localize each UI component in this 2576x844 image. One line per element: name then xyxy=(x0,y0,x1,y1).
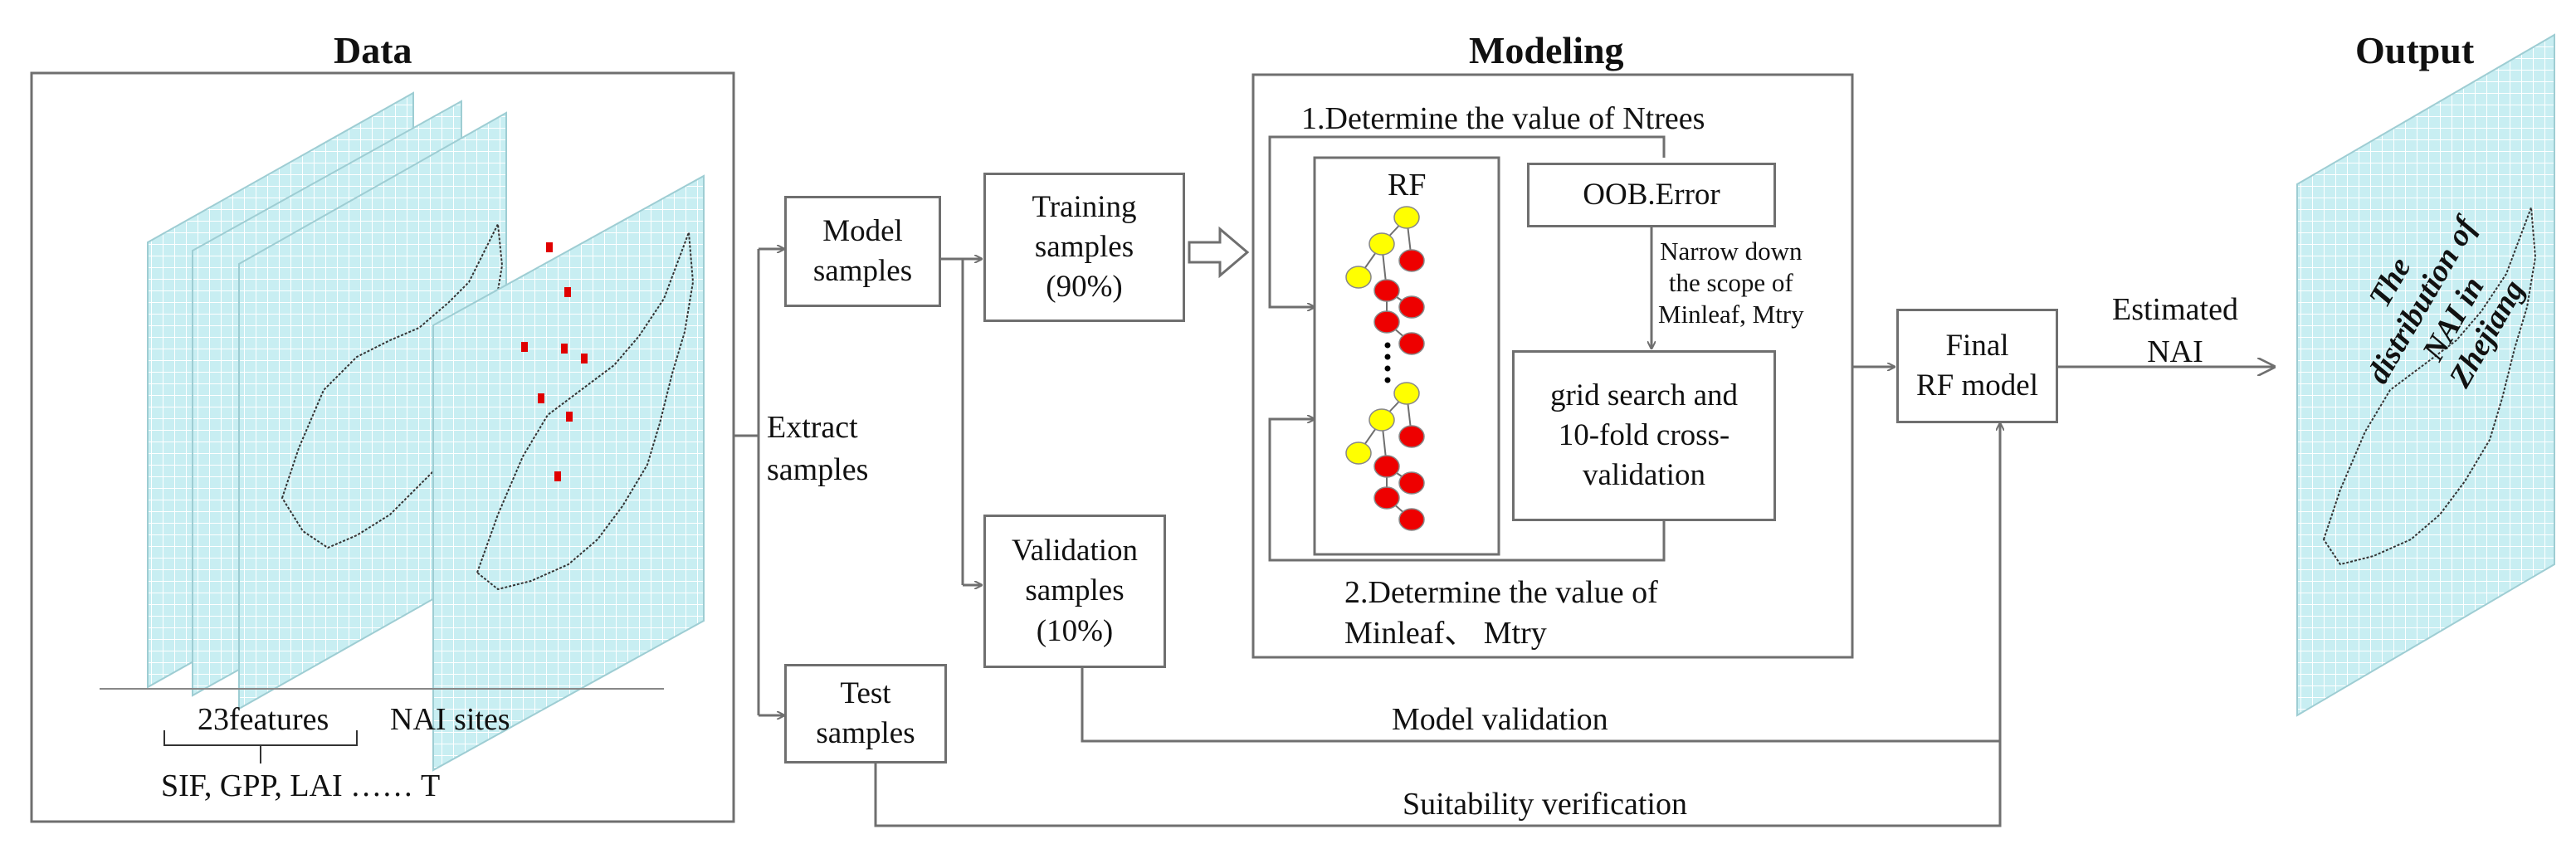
site-marker xyxy=(564,287,571,297)
site-marker xyxy=(566,412,573,422)
oob-error-box: OOB.Error xyxy=(1527,163,1776,227)
ellipsis-dot xyxy=(1384,365,1391,372)
ellipsis-dot xyxy=(1384,342,1391,349)
tree-node-red xyxy=(1398,295,1425,319)
step2-label: 2.Determine the value of Minleaf、 Mtry xyxy=(1344,575,1658,651)
tree-node-red xyxy=(1398,471,1425,495)
tree-node-red xyxy=(1373,310,1400,334)
rf-trees xyxy=(1345,206,1425,531)
zhejiang-outline-sites xyxy=(476,232,695,591)
site-marker xyxy=(521,342,528,352)
tree-node-yellow xyxy=(1345,266,1372,289)
tree-node-yellow xyxy=(1393,206,1420,229)
tree-node-yellow xyxy=(1393,382,1420,405)
site-markers xyxy=(521,242,588,481)
tree-node-red xyxy=(1373,455,1400,478)
rf-label: RF xyxy=(1388,168,1427,202)
output-map: The distribution of NAI in Zhejiang xyxy=(2296,33,2555,717)
suitability-verification-label: Suitability verification xyxy=(1403,787,1687,822)
zhejiang-outline xyxy=(281,221,504,549)
features-label: 23features xyxy=(198,702,329,737)
tree-node-yellow xyxy=(1368,408,1395,432)
tree-node-yellow xyxy=(1345,442,1372,465)
site-marker xyxy=(546,242,553,252)
data-panel-frame xyxy=(30,71,735,823)
modeling-heading: Modeling xyxy=(1469,29,1624,71)
training-to-modeling-arrow xyxy=(1188,226,1250,279)
tree-node-red xyxy=(1373,279,1400,302)
step1-label: 1.Determine the value of Ntrees xyxy=(1301,101,1705,136)
tree-node-red xyxy=(1398,425,1425,448)
model-validation-label: Model validation xyxy=(1392,702,1608,737)
site-marker xyxy=(554,471,561,481)
tree-node-red xyxy=(1398,508,1425,531)
tree-node-red xyxy=(1398,332,1425,355)
tree-node-red xyxy=(1398,249,1425,272)
nai-sites-label: NAI sites xyxy=(390,702,510,737)
site-marker xyxy=(581,354,588,363)
nai-sites-layer xyxy=(432,174,705,772)
output-heading: Output xyxy=(2355,29,2475,71)
tree-node-yellow xyxy=(1368,232,1395,256)
narrow-scope-note: Narrow down the scope of Minleaf, Mtry xyxy=(1658,237,1804,329)
tree-node-red xyxy=(1373,486,1400,510)
site-marker xyxy=(538,393,544,403)
feature-list: SIF, GPP, LAI …… T xyxy=(161,768,441,803)
ellipsis-dot xyxy=(1384,377,1391,383)
estimated-nai-label: Estimated NAI xyxy=(2112,292,2238,370)
features-bracket xyxy=(163,730,358,764)
data-heading: Data xyxy=(334,29,412,71)
ellipsis-dot xyxy=(1384,354,1391,360)
site-marker xyxy=(561,344,568,354)
extract-samples-label: Extract samples xyxy=(767,410,869,488)
